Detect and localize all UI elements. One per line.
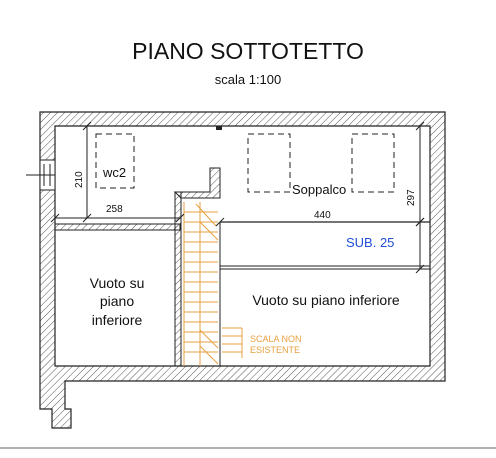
plan-title: PIANO SOTTOTETTO <box>132 38 364 64</box>
void-left-line2: piano <box>100 293 134 309</box>
dimension-lines <box>50 121 430 274</box>
wall-marker <box>216 126 222 130</box>
room-label-wc: wc2 <box>102 165 126 180</box>
stair-note-line2: ESISTENTE <box>250 345 300 355</box>
void-left-line3: inferiore <box>92 312 143 328</box>
dimension-wc-height: 210 <box>74 171 85 188</box>
dimension-wc-width: 258 <box>106 204 123 215</box>
outer-walls <box>39 111 446 429</box>
plan-scale: scala 1:100 <box>214 72 282 87</box>
void-left-line1: Vuoto su <box>90 275 145 291</box>
skylights <box>95 133 395 193</box>
sub-label: SUB. 25 <box>346 235 394 250</box>
dimension-loft-width: 440 <box>314 210 331 221</box>
room-label-loft: Soppalco <box>292 182 346 197</box>
void-right-label: Vuoto su piano inferiore <box>252 292 400 308</box>
window-left <box>26 159 56 191</box>
dimension-loft-height: 297 <box>406 189 417 206</box>
stair-note-line1: SCALA NON <box>250 334 302 344</box>
stair <box>183 202 243 366</box>
